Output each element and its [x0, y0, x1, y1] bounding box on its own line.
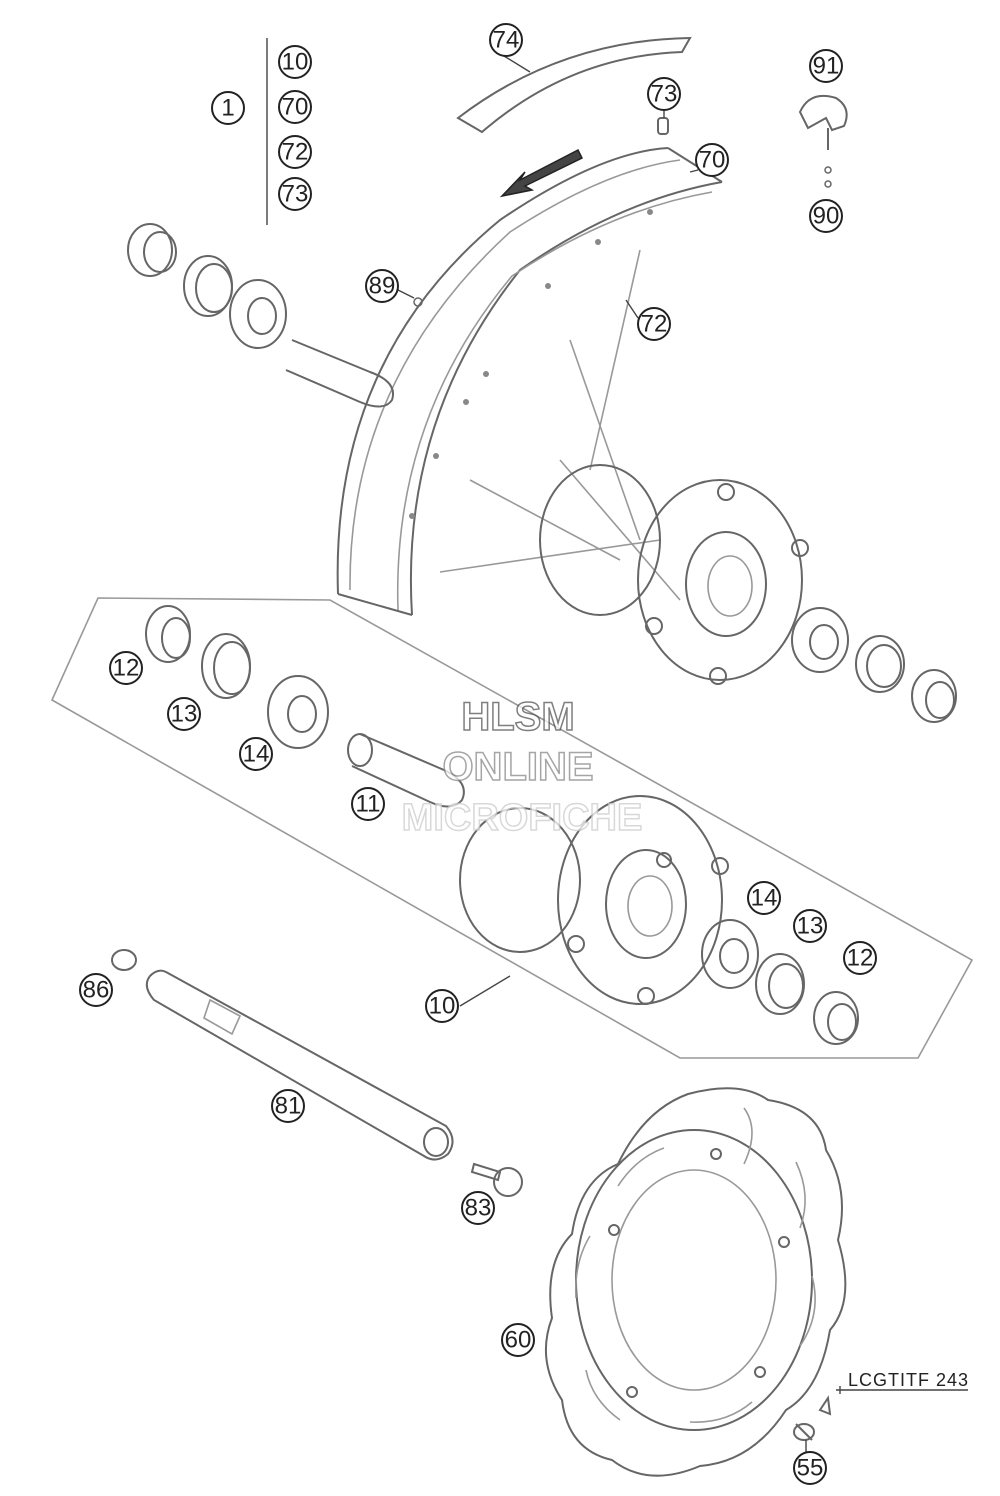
- svg-text:91: 91: [813, 53, 840, 80]
- svg-text:86: 86: [83, 977, 110, 1004]
- cap-part: [111, 949, 137, 971]
- callout-bolt[interactable]: 83: [461, 1191, 495, 1225]
- callout-hub[interactable]: 10: [425, 989, 459, 1023]
- callout-bearing-right[interactable]: 14: [747, 881, 781, 915]
- callout-spokes[interactable]: 72: [637, 307, 671, 341]
- lower-left-bearing-row: [145, 605, 329, 749]
- upper-hub-part: [539, 464, 809, 685]
- callout-kit-member-3[interactable]: 72: [278, 135, 312, 169]
- callout-bearing-left[interactable]: 14: [239, 737, 273, 771]
- screw-part: [793, 1395, 832, 1441]
- callout-seal-left[interactable]: 12: [109, 651, 143, 685]
- callout-rim-band[interactable]: 74: [489, 23, 523, 57]
- callout-ring-right[interactable]: 13: [793, 909, 827, 943]
- upper-right-bearing-row: [791, 607, 957, 723]
- callout-kit-main[interactable]: 1: [211, 91, 245, 125]
- callout-screw[interactable]: 55: [793, 1451, 827, 1485]
- callout-rim[interactable]: 70: [695, 143, 729, 177]
- rim-part: [336, 147, 723, 616]
- callout-knob[interactable]: 91: [809, 49, 843, 83]
- callout-valve[interactable]: 73: [647, 77, 681, 111]
- callout-kit-member-2[interactable]: 70: [278, 90, 312, 124]
- svg-text:90: 90: [813, 203, 840, 230]
- valve-part: [657, 117, 669, 135]
- spokes-part: [439, 249, 681, 601]
- callout-cap[interactable]: 86: [79, 973, 113, 1007]
- callout-brake-disc[interactable]: 60: [501, 1323, 535, 1357]
- svg-text:10: 10: [429, 993, 456, 1020]
- svg-text:13: 13: [171, 701, 198, 728]
- watermark-line-2: ONLINE: [442, 745, 593, 789]
- bolt-part: [470, 1162, 523, 1197]
- svg-text:12: 12: [113, 655, 140, 682]
- kit-group: 1 10 70 72 73: [211, 38, 312, 225]
- callout-spacer[interactable]: 11: [351, 787, 385, 821]
- callout-ring-left[interactable]: 13: [167, 697, 201, 731]
- lower-right-bearing-row: [701, 919, 859, 1045]
- watermark-line-1: HLSM: [461, 695, 574, 739]
- svg-text:14: 14: [243, 741, 270, 768]
- svg-text:81: 81: [275, 1093, 302, 1120]
- watermark: HLSM ONLINE MICROFICHE: [401, 694, 643, 840]
- svg-text:74: 74: [493, 27, 520, 54]
- callout-nipple[interactable]: 89: [365, 269, 399, 303]
- axle-part: [145, 969, 454, 1161]
- rim-band-part: [456, 36, 692, 134]
- svg-text:14: 14: [751, 885, 778, 912]
- svg-text:55: 55: [797, 1455, 824, 1482]
- brake-disc-part: [544, 1087, 847, 1477]
- svg-text:73: 73: [651, 81, 678, 108]
- svg-text:60: 60: [505, 1327, 532, 1354]
- svg-text:72: 72: [641, 311, 668, 338]
- svg-text:12: 12: [847, 945, 874, 972]
- upper-bearing-row: [127, 223, 423, 408]
- svg-text:73: 73: [282, 181, 309, 208]
- callout-kit-member-4[interactable]: 73: [278, 177, 312, 211]
- svg-text:10: 10: [282, 49, 309, 76]
- svg-text:70: 70: [699, 147, 726, 174]
- svg-text:70: 70: [282, 94, 309, 121]
- callout-seal-right[interactable]: 12: [843, 941, 877, 975]
- lower-hub-part: [459, 795, 729, 1005]
- knob-part: [798, 94, 848, 188]
- callout-washer[interactable]: 90: [809, 199, 843, 233]
- rotation-arrow-icon: [499, 148, 584, 198]
- hub-assembly-box: [50, 597, 974, 1059]
- callout-kit-member-1[interactable]: 10: [278, 45, 312, 79]
- svg-text:11: 11: [356, 791, 381, 818]
- svg-text:1: 1: [221, 95, 234, 122]
- svg-text:13: 13: [797, 913, 824, 940]
- svg-text:83: 83: [465, 1195, 492, 1222]
- callout-axle[interactable]: 81: [271, 1089, 305, 1123]
- svg-text:89: 89: [369, 273, 396, 300]
- spacer-part: [347, 733, 465, 808]
- reference-code: LCGTITF 243: [848, 1370, 969, 1390]
- watermark-line-3: MICROFICHE: [402, 797, 643, 839]
- svg-text:72: 72: [282, 139, 309, 166]
